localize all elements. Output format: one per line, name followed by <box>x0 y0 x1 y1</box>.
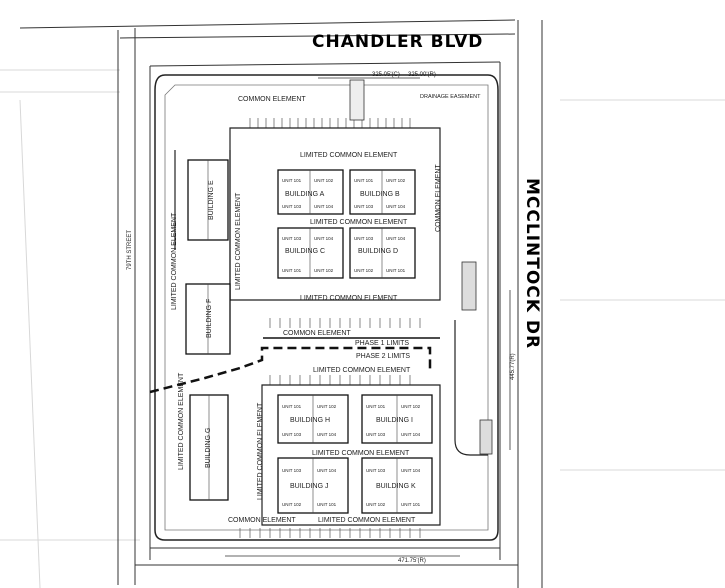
drainage-easement: DRAINAGE EASEMENT <box>420 94 481 100</box>
unit-label: UNIT 102 <box>386 178 406 183</box>
dimension-bottom: 471.75'(R) <box>398 558 426 564</box>
unit-label: UNIT 102 <box>282 502 302 507</box>
dimension-east: 445.77(R) <box>510 353 516 380</box>
unit-label: UNIT 101 <box>366 404 386 409</box>
building-k-label: BUILDING K <box>376 483 416 490</box>
building-d-label: BUILDING D <box>358 248 398 255</box>
unit-label: UNIT 103 <box>366 468 386 473</box>
lce-left2: LIMITED COMMON ELEMENT <box>171 212 178 310</box>
dimension-arrows <box>225 77 511 557</box>
unit-label: UNIT 104 <box>317 468 337 473</box>
lce-mid3: LIMITED COMMON ELEMENT <box>257 402 264 500</box>
unit-label: UNIT 103 <box>282 468 302 473</box>
building-i-label: BUILDING I <box>376 417 413 424</box>
phase-2-limits-line <box>149 346 432 394</box>
unit-label: UNIT 103 <box>282 204 302 209</box>
unit-label: UNIT 104 <box>386 204 406 209</box>
unit-label: UNIT 104 <box>317 432 337 437</box>
unit-label: UNIT 102 <box>401 404 421 409</box>
unit-label: UNIT 102 <box>314 178 334 183</box>
hatched-driveways <box>349 79 493 455</box>
building-f-label: BUILDING F <box>206 299 213 338</box>
unit-labels: UNIT 101 UNIT 102 UNIT 103 UNIT 104 UNIT… <box>282 178 421 507</box>
unit-label: UNIT 103 <box>282 236 302 241</box>
south-boundary <box>135 547 518 566</box>
unit-label: UNIT 101 <box>282 404 302 409</box>
unit-label: UNIT 101 <box>401 502 421 507</box>
unit-label: UNIT 103 <box>354 204 374 209</box>
unit-label: UNIT 103 <box>366 432 386 437</box>
inner-drive-outline <box>164 84 489 531</box>
unit-label: UNIT 102 <box>366 502 386 507</box>
unit-label: UNIT 103 <box>354 236 374 241</box>
building-a-label: BUILDING A <box>285 191 325 198</box>
common-element-bottom: COMMON ELEMENT <box>228 517 296 524</box>
building-g-label: BUILDING G <box>205 428 212 468</box>
unit-label: UNIT 104 <box>401 468 421 473</box>
lce-low3: LIMITED COMMON ELEMENT <box>318 517 416 524</box>
background-lines <box>0 69 725 588</box>
unit-label: UNIT 103 <box>282 432 302 437</box>
common-element-top: COMMON ELEMENT <box>238 96 306 103</box>
lce-low2: LIMITED COMMON ELEMENT <box>312 450 410 457</box>
north-boundary <box>19 19 516 67</box>
lce-mid2: LIMITED COMMON ELEMENT <box>300 295 398 302</box>
lce-left1: LIMITED COMMON ELEMENT <box>235 192 242 290</box>
unit-label: UNIT 104 <box>401 432 421 437</box>
mcclintock-dr-label: MCCLINTOCK DR <box>522 178 542 350</box>
unit-label: UNIT 102 <box>317 404 337 409</box>
unit-label: UNIT 101 <box>282 268 302 273</box>
site-curb-outline <box>154 74 499 541</box>
street-79th-label: 79TH STREET <box>127 230 133 270</box>
dimension-top-calc: 325.05'(C) <box>372 72 400 78</box>
common-element-right: COMMON ELEMENT <box>435 164 442 232</box>
unit-label: UNIT 101 <box>354 178 374 183</box>
common-element-mid: COMMON ELEMENT <box>283 330 351 337</box>
building-c-label: BUILDING C <box>285 248 325 255</box>
buildings-north <box>277 169 416 279</box>
phase-2-label: PHASE 2 LIMITS <box>356 353 410 360</box>
unit-label: UNIT 101 <box>317 502 337 507</box>
building-j-label: BUILDING J <box>290 483 329 490</box>
unit-label: UNIT 101 <box>386 268 406 273</box>
west-street <box>117 28 151 585</box>
unit-label: UNIT 104 <box>314 204 334 209</box>
building-h-label: BUILDING H <box>290 417 330 424</box>
unit-label: UNIT 101 <box>282 178 302 183</box>
unit-label: UNIT 102 <box>314 268 334 273</box>
unit-label: UNIT 102 <box>354 268 374 273</box>
east-street <box>499 20 543 588</box>
dimension-top-record: 325.00'(R) <box>408 72 436 78</box>
chandler-blvd-label: CHANDLER BLVD <box>312 32 484 52</box>
unit-dividers <box>207 160 398 513</box>
lce-low1: LIMITED COMMON ELEMENT <box>313 367 411 374</box>
phase-1-label: PHASE 1 LIMITS <box>355 340 409 347</box>
parking-stalls <box>239 118 421 538</box>
unit-label: UNIT 104 <box>314 236 334 241</box>
unit-label: UNIT 104 <box>386 236 406 241</box>
lce-top: LIMITED COMMON ELEMENT <box>300 152 398 159</box>
building-e-label: BUILDING E <box>208 180 215 220</box>
driveway-edges <box>174 127 488 526</box>
lce-mid1: LIMITED COMMON ELEMENT <box>310 219 408 226</box>
building-b-label: BUILDING B <box>360 191 400 198</box>
lce-left3: LIMITED COMMON ELEMENT <box>178 372 185 470</box>
